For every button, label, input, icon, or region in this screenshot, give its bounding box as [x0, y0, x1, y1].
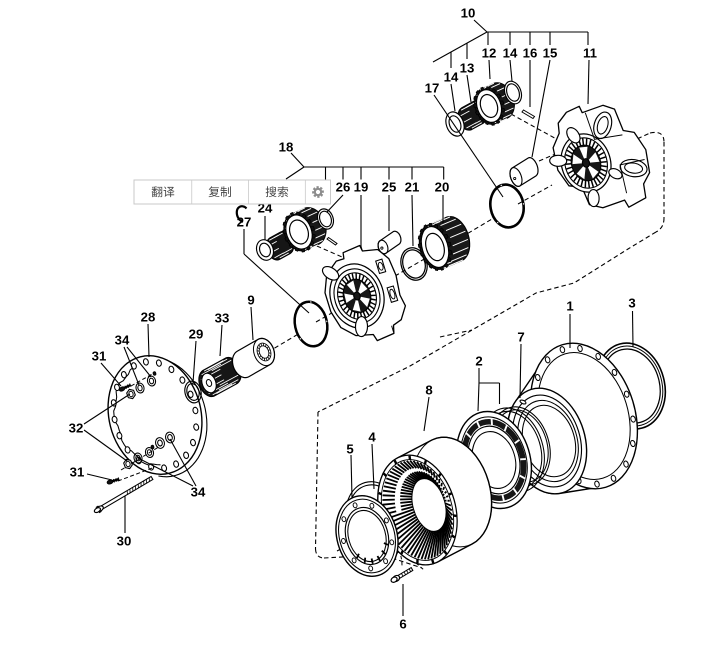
svg-text:12: 12 [482, 46, 497, 61]
svg-text:33: 33 [215, 311, 230, 326]
svg-text:9: 9 [247, 293, 254, 308]
svg-text:31: 31 [92, 349, 107, 364]
svg-text:31: 31 [70, 465, 85, 480]
svg-text:29: 29 [189, 327, 204, 342]
svg-text:5: 5 [346, 442, 353, 457]
svg-text:10: 10 [461, 6, 476, 21]
svg-text:6: 6 [399, 617, 406, 632]
svg-text:17: 17 [425, 81, 440, 96]
svg-text:14: 14 [444, 70, 459, 85]
svg-text:19: 19 [354, 180, 369, 195]
svg-text:30: 30 [117, 534, 132, 549]
svg-text:4: 4 [368, 430, 376, 445]
svg-text:21: 21 [405, 180, 420, 195]
svg-text:1: 1 [566, 299, 573, 314]
svg-text:28: 28 [141, 310, 156, 325]
svg-text:32: 32 [69, 421, 84, 436]
svg-text:14: 14 [503, 46, 518, 61]
svg-text:26: 26 [336, 180, 351, 195]
svg-text:27: 27 [237, 215, 252, 230]
svg-text:2: 2 [475, 354, 482, 369]
svg-text:34: 34 [115, 333, 130, 348]
svg-text:16: 16 [523, 46, 538, 61]
svg-text:15: 15 [543, 46, 558, 61]
svg-text:25: 25 [382, 180, 397, 195]
svg-text:8: 8 [425, 383, 432, 398]
svg-text:13: 13 [460, 61, 475, 76]
svg-text:34: 34 [191, 485, 206, 500]
svg-text:18: 18 [279, 140, 294, 155]
svg-text:3: 3 [628, 296, 635, 311]
svg-text:20: 20 [435, 180, 450, 195]
svg-text:11: 11 [583, 46, 597, 61]
svg-text:7: 7 [517, 330, 524, 345]
